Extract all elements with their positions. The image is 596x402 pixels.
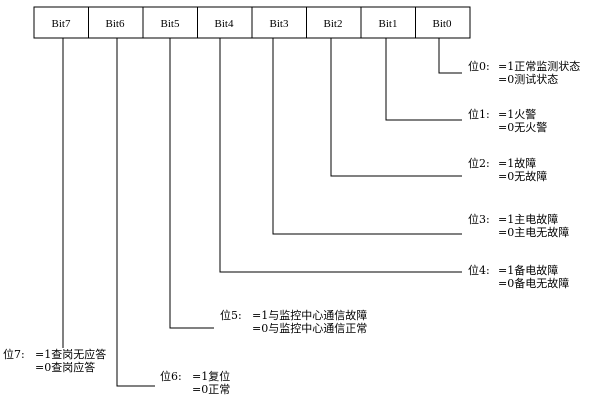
bit3-value-1: =1主电故障 xyxy=(498,213,559,226)
bit1-key: 位1: xyxy=(468,108,490,121)
bit4-value-1: =1备电故障 xyxy=(498,264,559,277)
bit5-description: 位5: =1与监控中心通信故障 =0与监控中心通信正常 xyxy=(220,309,367,335)
bit6-leader xyxy=(116,38,155,387)
bit5-leader xyxy=(169,38,214,329)
bit1-label: Bit1 xyxy=(379,18,398,30)
bit1-value-1: =1火警 xyxy=(498,108,537,121)
bit2-value-1: =1故障 xyxy=(498,157,537,170)
bit3-leader xyxy=(272,38,462,235)
bit2-key: 位2: xyxy=(468,157,490,170)
bit3-description: 位3: =1主电故障 =0主电无故障 xyxy=(468,213,569,239)
bit0-leader xyxy=(438,38,462,74)
bit5-value-0: =0与监控中心通信正常 xyxy=(252,322,368,335)
bit4-leader xyxy=(219,38,462,273)
bit-dividers xyxy=(88,7,416,38)
bit4-value-0: =0备电无故障 xyxy=(498,277,570,290)
bit3-value-0: =0主电无故障 xyxy=(498,226,570,239)
bit7-key: 位7: xyxy=(3,348,25,361)
bit6-description: 位6: =1复位 =0正常 xyxy=(160,370,230,396)
bit2-value-0: =0无故障 xyxy=(498,170,548,183)
bit4-label: Bit4 xyxy=(215,18,234,30)
bit7-value-0: =0查岗应答 xyxy=(35,361,96,374)
bit0-value-1: =1正常监测状态 xyxy=(498,60,581,73)
bit5-label: Bit5 xyxy=(161,18,180,30)
bit2-description: 位2: =1故障 =0无故障 xyxy=(468,157,547,183)
bit5-key: 位5: xyxy=(220,309,242,322)
bit1-description: 位1: =1火警 =0无火警 xyxy=(468,108,547,134)
bit6-label: Bit6 xyxy=(106,18,125,30)
bit3-label: Bit3 xyxy=(270,18,289,30)
bit6-value-1: =1复位 xyxy=(192,370,231,383)
bit6-value-0: =0正常 xyxy=(192,383,231,396)
bit7-label: Bit7 xyxy=(52,18,71,30)
bit0-label: Bit0 xyxy=(433,18,452,30)
bit6-key: 位6: xyxy=(160,370,182,383)
bit1-leader xyxy=(385,38,462,121)
bit5-value-1: =1与监控中心通信故障 xyxy=(252,309,368,322)
bit1-value-0: =0无火警 xyxy=(498,121,548,134)
bit0-description: 位0: =1正常监测状态 =0测试状态 xyxy=(468,60,580,86)
bit3-key: 位3: xyxy=(468,213,490,226)
bit0-value-0: =0测试状态 xyxy=(498,73,559,86)
bit2-leader xyxy=(330,38,462,177)
bit4-description: 位4: =1备电故障 =0备电无故障 xyxy=(468,264,569,290)
bit2-label: Bit2 xyxy=(324,18,343,30)
bit4-key: 位4: xyxy=(468,264,490,277)
bit7-value-1: =1查岗无应答 xyxy=(35,348,107,361)
bit0-key: 位0: xyxy=(468,60,490,73)
bit7-description: 位7: =1查岗无应答 =0查岗应答 xyxy=(3,348,106,374)
